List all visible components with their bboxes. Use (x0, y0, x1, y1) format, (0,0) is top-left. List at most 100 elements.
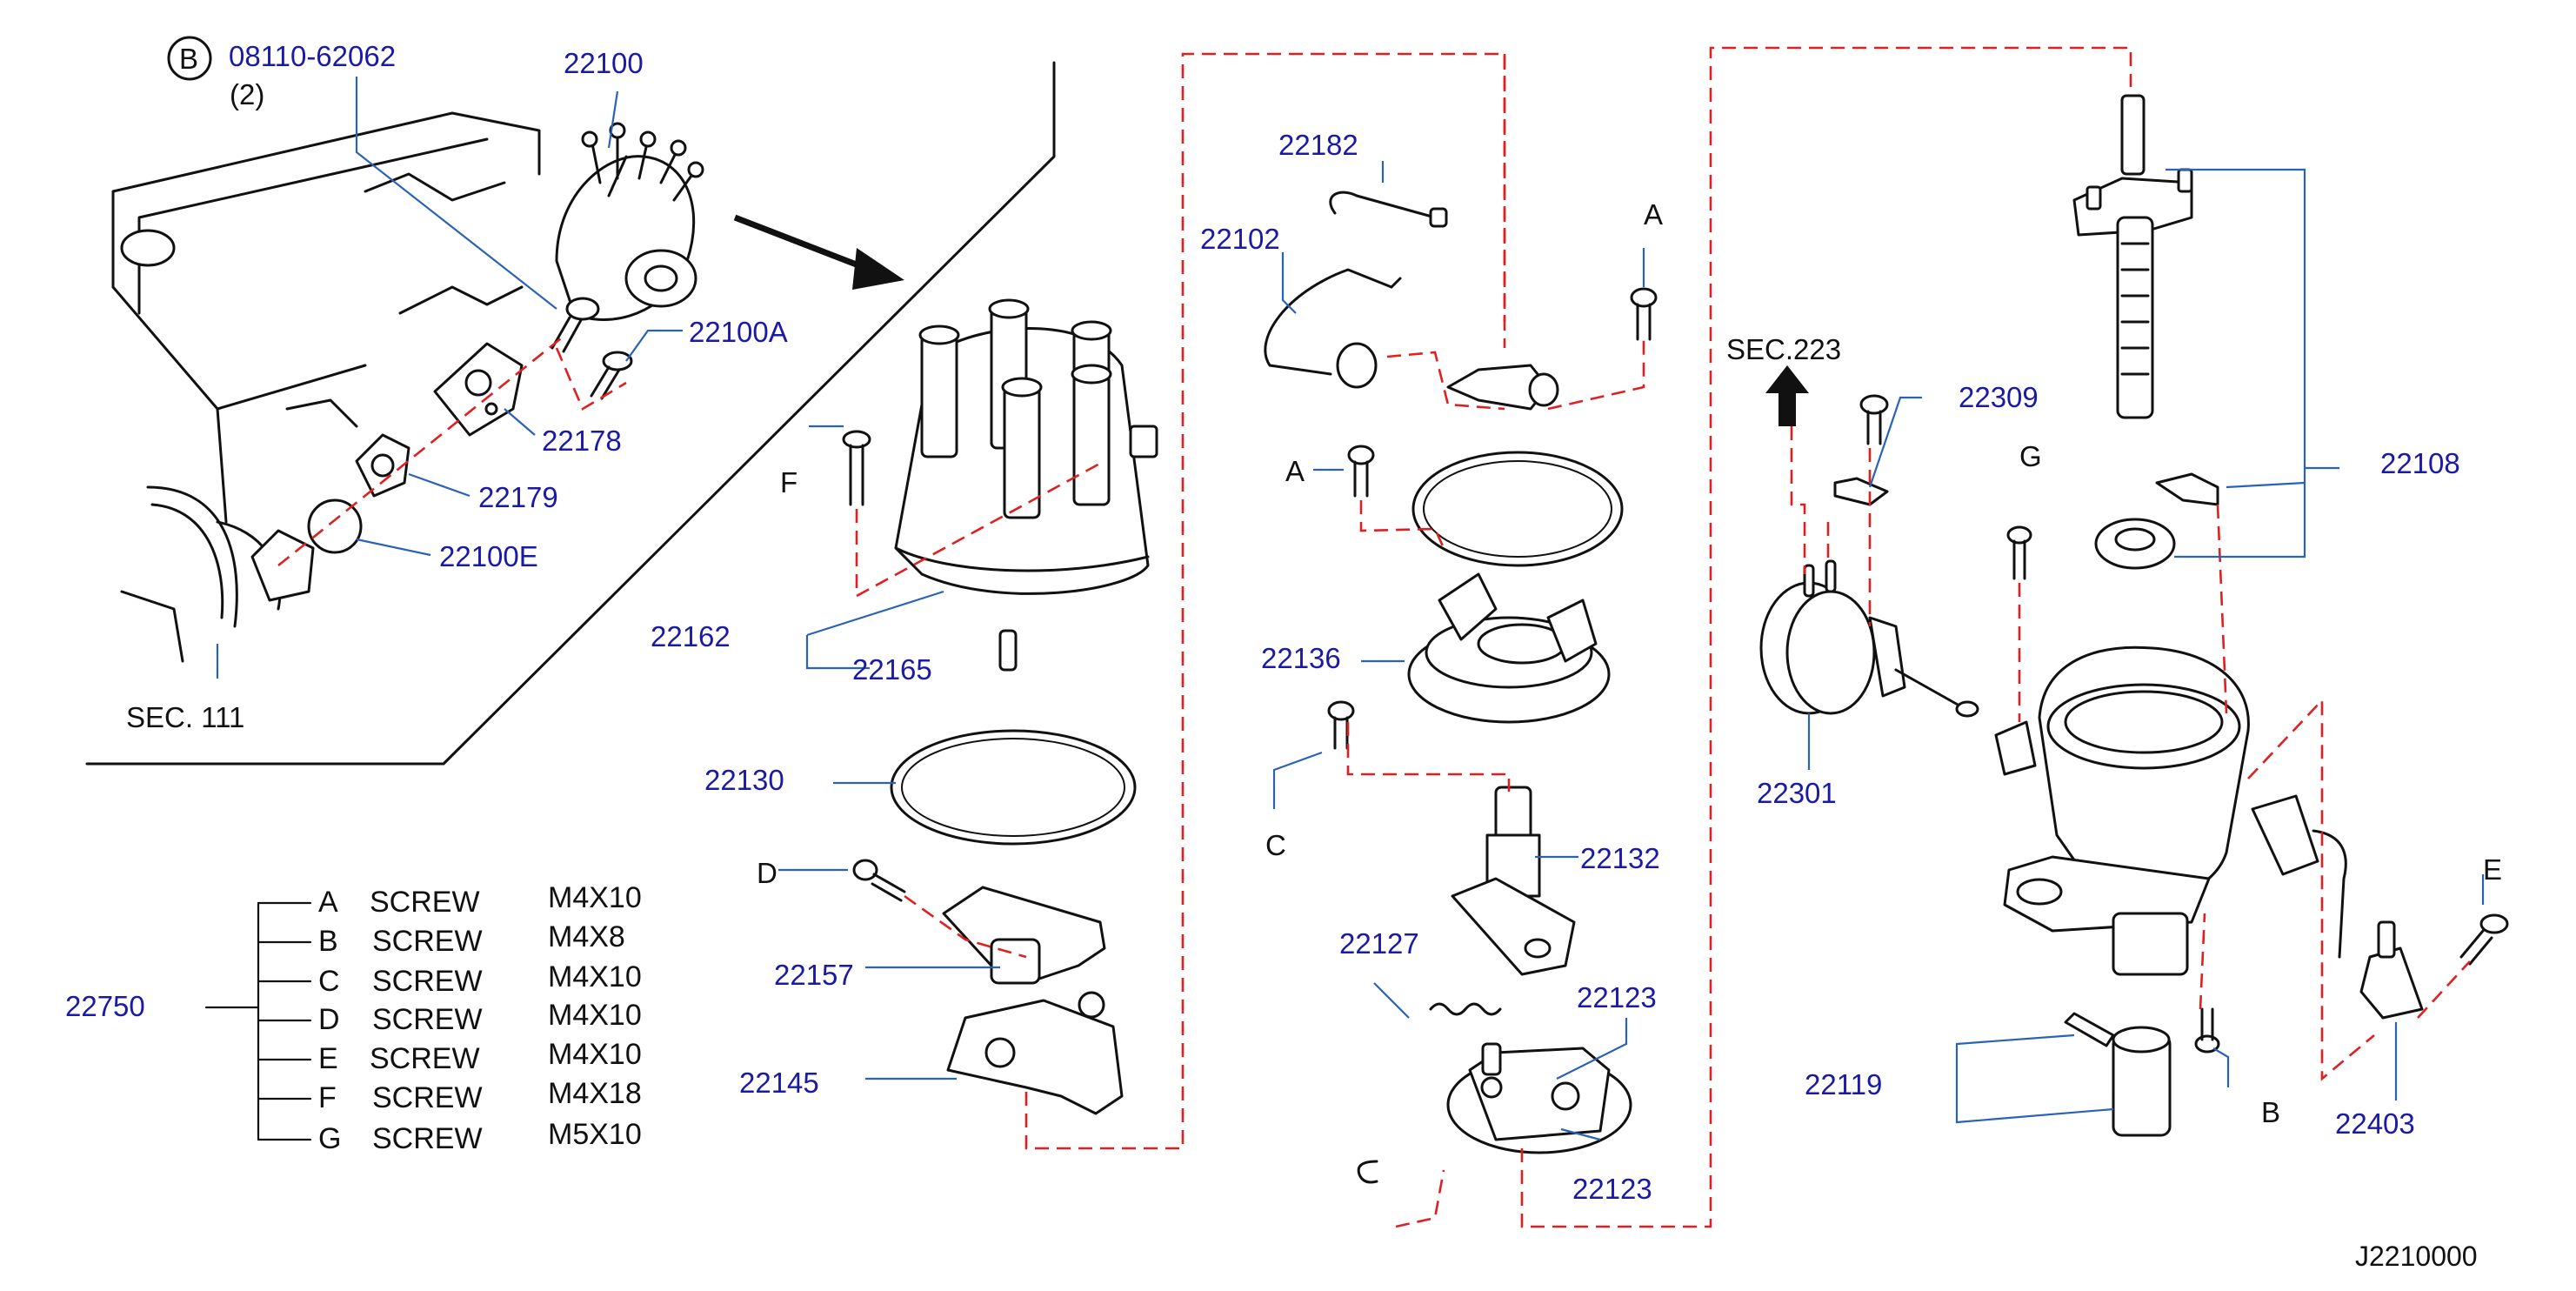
plate-22178-icon (433, 342, 524, 437)
screw-g-icon (2006, 525, 2032, 580)
seal-22130 (890, 729, 1137, 846)
screw-row-size: M4X10 (548, 1038, 642, 1071)
screw-table-bracket (204, 901, 312, 1141)
screw-row-size: M4X8 (548, 920, 625, 953)
screw-b-icon (2194, 1007, 2220, 1054)
part-22100e[interactable]: 22100E (439, 540, 538, 572)
screw-row-name: SCREW (370, 886, 480, 919)
distributor-assembly-small (555, 122, 704, 321)
breaker-plate-22145 (946, 991, 1124, 1115)
part-22157[interactable]: 22157 (774, 959, 854, 991)
screw-a-mid-icon (1347, 445, 1375, 498)
screw-row-size: M4X18 (548, 1077, 642, 1110)
drive-shaft-22108 (2072, 94, 2193, 419)
pointer-arrow (733, 214, 904, 290)
letter-a-mid: A (1285, 455, 1305, 487)
screw-row-name: SCREW (372, 925, 483, 958)
collar-22119-icon (2112, 1026, 2172, 1137)
part-22119[interactable]: 22119 (1805, 1068, 1883, 1100)
ref-circle-b-letter: B (179, 43, 199, 75)
housing-stub-icon (250, 529, 315, 602)
part-22136[interactable]: 22136 (1261, 642, 1341, 674)
screw-row-size: M4X10 (548, 999, 642, 1032)
part-22145[interactable]: 22145 (739, 1067, 819, 1099)
condenser-lead-22102 (1264, 268, 1402, 389)
part-22165[interactable]: 22165 (852, 653, 932, 686)
pin-22119-icon (2064, 1012, 2115, 1047)
bracket-22309-icon (1833, 477, 1889, 506)
screw-row-letter: C (318, 965, 340, 998)
part-22132[interactable]: 22132 (1580, 842, 1660, 874)
bolt-08110-62062-icon (551, 297, 600, 353)
part-22178[interactable]: 22178 (542, 425, 622, 457)
gasket-22179-icon (355, 433, 410, 498)
cap-screw-f-icon (842, 430, 871, 506)
washer-plate-icon (2155, 472, 2219, 506)
sensor-22403 (2251, 794, 2424, 1020)
screw-e-icon (2459, 913, 2509, 966)
part-22100a[interactable]: 22100A (689, 316, 788, 348)
screw-row-letter: B (318, 925, 338, 958)
part-22162[interactable]: 22162 (651, 620, 731, 652)
bearing-icon (2094, 518, 2176, 570)
clip-icon (1357, 1160, 1378, 1184)
spring-22127 (1429, 1002, 1502, 1016)
wire-22182 (1329, 191, 1448, 228)
part-22102[interactable]: 22102 (1200, 223, 1280, 255)
retainer-ring (1411, 451, 1624, 567)
bolt-22100a-icon (590, 351, 633, 400)
breaker-plate-22136 (1407, 572, 1611, 724)
letter-f: F (780, 466, 798, 498)
part-qty: (2) (230, 78, 265, 110)
part-22123-lower[interactable]: 22123 (1572, 1173, 1652, 1205)
sec-223-ref: SEC.223 (1726, 333, 1842, 365)
screw-row-name: SCREW (372, 1081, 483, 1114)
letter-c: C (1265, 829, 1286, 861)
screw-row-letter: A (318, 886, 338, 919)
part-22182[interactable]: 22182 (1278, 129, 1358, 161)
letter-e: E (2483, 853, 2503, 886)
part-22123-upper[interactable]: 22123 (1577, 981, 1657, 1013)
letter-b: B (2261, 1096, 2281, 1128)
screw-row-letter: G (318, 1122, 342, 1155)
letter-d: D (757, 857, 777, 889)
rotor-22157 (942, 886, 1106, 985)
diagram-id: J2210000 (2355, 1241, 2478, 1272)
screw-row-letter: F (318, 1081, 337, 1114)
screw-row-name: SCREW (370, 1042, 480, 1075)
sec-111-ref: SEC. 111 (126, 701, 245, 733)
part-22127[interactable]: 22127 (1339, 927, 1419, 960)
governor-22123 (1446, 1042, 1632, 1154)
housing-main (1994, 646, 2250, 976)
pin-22165-icon (998, 629, 1018, 672)
sec223-arrow (1765, 365, 1809, 426)
letter-g: G (2019, 440, 2042, 472)
screw-row-letter: D (318, 1003, 340, 1036)
part-08110-62062[interactable]: 08110-62062 (229, 40, 397, 72)
part-22130[interactable]: 22130 (704, 764, 784, 796)
screw-a-top-icon (1630, 287, 1658, 341)
screw-d-icon (852, 859, 906, 902)
part-22108[interactable]: 22108 (2380, 447, 2460, 479)
ref-circle-b (167, 36, 212, 81)
clip-bracket-icon (1446, 364, 1559, 411)
screw-row-size: M4X10 (548, 960, 642, 993)
screw-row-size: M4X10 (548, 881, 642, 914)
shaft-22132 (1451, 786, 1576, 976)
part-22100[interactable]: 22100 (564, 47, 644, 79)
distributor-cap-22162 (894, 298, 1158, 595)
screw-row-name: SCREW (372, 1003, 483, 1036)
screw-row-name: SCREW (372, 965, 483, 998)
screw-row-name: SCREW (372, 1122, 483, 1155)
part-22750[interactable]: 22750 (65, 990, 145, 1022)
screw-22309-icon (1859, 394, 1889, 445)
part-22179[interactable]: 22179 (478, 481, 558, 513)
letter-a-top: A (1644, 198, 1664, 231)
part-22301[interactable]: 22301 (1757, 777, 1837, 809)
part-22403[interactable]: 22403 (2335, 1107, 2415, 1140)
part-22309[interactable]: 22309 (1959, 381, 2039, 413)
screw-row-letter: E (318, 1042, 338, 1075)
screw-c-icon (1327, 700, 1355, 750)
oring-22100e-icon (307, 498, 363, 554)
